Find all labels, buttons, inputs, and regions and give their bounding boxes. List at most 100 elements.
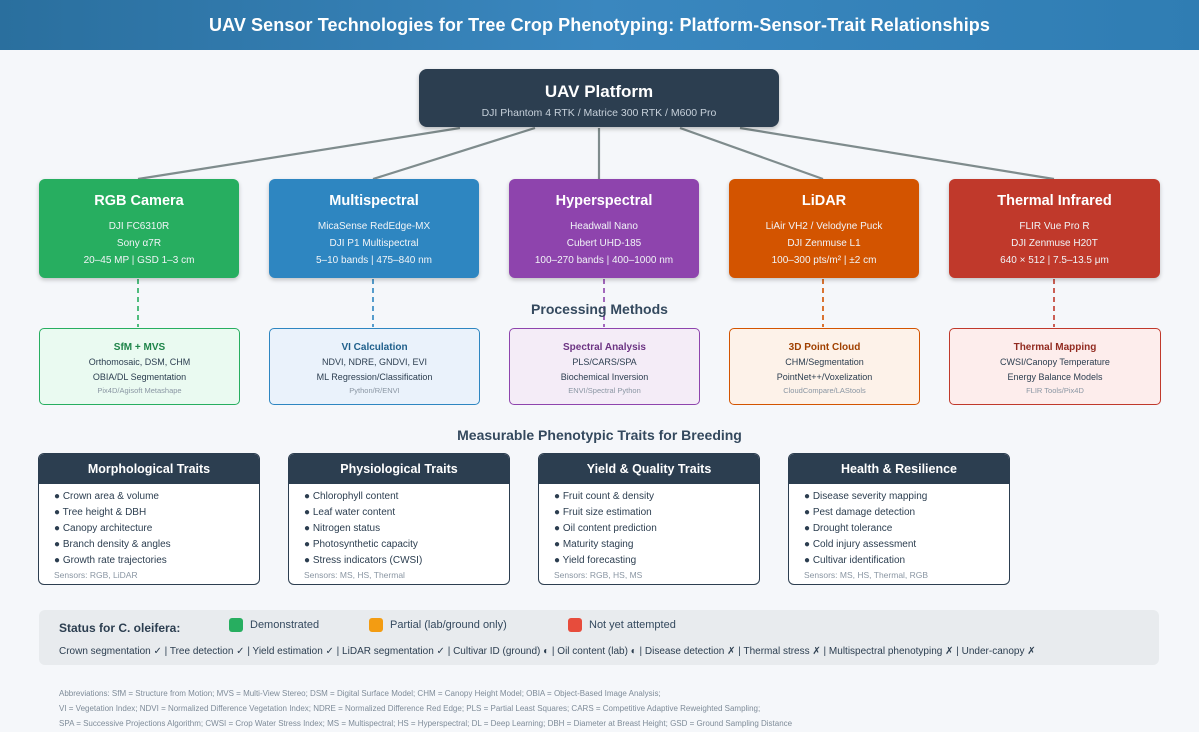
trait-card-physiological: Physiological Traits ● Chlorophyll conte… xyxy=(288,453,510,585)
trait-item: ● Cultivar identification xyxy=(804,555,906,566)
connector-multispectral xyxy=(372,126,536,181)
trait-list: ● Disease severity mapping ● Pest damage… xyxy=(789,484,1009,569)
trait-list: ● Crown area & volume ● Tree height & DB… xyxy=(39,484,259,569)
page-title: UAV Sensor Technologies for Tree Crop Ph… xyxy=(208,14,991,35)
processing-title: Spectral Analysis xyxy=(562,342,646,353)
trait-card-title: Yield & Quality Traits xyxy=(539,454,759,484)
trait-sensors: Sensors: MS, HS, Thermal, RGB xyxy=(804,570,929,580)
sensor-line: 100–270 bands | 400–1000 nm xyxy=(534,255,674,266)
legend-swatch xyxy=(369,618,383,632)
processing-methods-heading: Processing Methods xyxy=(531,301,668,317)
abbreviation-line: VI = Vegetation Index; NDVI = Normalized… xyxy=(59,704,761,713)
trait-sensors: Sensors: RGB, LiDAR xyxy=(54,570,138,580)
sensor-line: Cubert UHD-185 xyxy=(566,238,642,249)
legend-swatch xyxy=(568,618,582,632)
status-panel: Status for C. oleifera: Demonstrated Par… xyxy=(39,610,1159,665)
sensor-thermal-infrared: Thermal Infrared FLIR Vue Pro R DJI Zenm… xyxy=(949,179,1160,278)
connector-rgb xyxy=(137,126,461,181)
processing-line: Biochemical Inversion xyxy=(560,372,649,382)
status-label: Status for C. oleifera: xyxy=(59,621,181,635)
trait-item: ● Tree height & DBH xyxy=(54,507,147,518)
legend-label: Demonstrated xyxy=(250,619,320,631)
processing-thermal-mapping: Thermal Mapping CWSI/Canopy Temperature … xyxy=(949,328,1161,405)
trait-item: ● Nitrogen status xyxy=(304,523,381,534)
status-summary-line: Crown segmentation ✓ | Tree detection ✓ … xyxy=(59,646,1036,657)
trait-card-title: Physiological Traits xyxy=(289,454,509,484)
processing-line: PointNet++/Voxelization xyxy=(776,372,873,382)
trait-list: ● Chlorophyll content ● Leaf water conte… xyxy=(289,484,509,569)
connector-lidar xyxy=(679,126,824,181)
processing-line: CHM/Segmentation xyxy=(785,357,864,367)
sensor-title: Thermal Infrared xyxy=(997,193,1112,209)
sensor-lidar: LiDAR LiAir VH2 / Velodyne Puck DJI Zenm… xyxy=(729,179,919,278)
processing-software: FLIR Tools/Pix4D xyxy=(1026,386,1084,395)
trait-item: ● Growth rate trajectories xyxy=(54,555,167,566)
trait-item: ● Photosynthetic capacity xyxy=(304,539,418,550)
processing-line: PLS/CARS/SPA xyxy=(572,357,637,367)
sensor-rgb-camera: RGB Camera DJI FC6310R Sony α7R 20–45 MP… xyxy=(39,179,239,278)
trait-item: ● Oil content prediction xyxy=(554,523,657,534)
sensor-hyperspectral: Hyperspectral Headwall Nano Cubert UHD-1… xyxy=(509,179,699,278)
processing-line: Orthomosaic, DSM, CHM xyxy=(88,357,191,367)
trait-item: ● Cold injury assessment xyxy=(804,539,917,550)
processing-line: Energy Balance Models xyxy=(1007,372,1103,382)
abbreviations-note: Abbreviations: SfM = Structure from Moti… xyxy=(59,686,792,731)
trait-card-title: Morphological Traits xyxy=(39,454,259,484)
legend-demonstrated: Demonstrated xyxy=(229,618,319,632)
trait-card-health-resilience: Health & Resilience ● Disease severity m… xyxy=(788,453,1010,585)
trait-item: ● Branch density & angles xyxy=(54,539,171,550)
platform-title: UAV Platform xyxy=(544,82,654,101)
trait-card-yield-quality: Yield & Quality Traits ● Fruit count & d… xyxy=(538,453,760,585)
sensor-title: LiDAR xyxy=(801,193,847,209)
sensor-line: DJI FC6310R xyxy=(108,221,170,232)
trait-item: ● Fruit count & density xyxy=(554,491,654,502)
processing-line: CWSI/Canopy Temperature xyxy=(1000,357,1110,367)
sensor-title: Hyperspectral xyxy=(555,193,653,209)
processing-software: ENVI/Spectral Python xyxy=(568,386,641,395)
sensor-multispectral: Multispectral MicaSense RedEdge-MX DJI P… xyxy=(269,179,479,278)
sensor-title: RGB Camera xyxy=(94,193,184,209)
trait-item: ● Chlorophyll content xyxy=(304,491,399,502)
processing-software: Python/R/ENVI xyxy=(349,386,400,395)
processing-line: NDVI, NDRE, GNDVI, EVI xyxy=(321,357,428,367)
trait-item: ● Crown area & volume xyxy=(54,491,159,502)
processing-line: ML Regression/Classification xyxy=(316,372,433,382)
processing-vi-calculation: VI Calculation NDVI, NDRE, GNDVI, EVI ML… xyxy=(269,328,480,405)
legend-label: Not yet attempted xyxy=(589,619,676,631)
platform-connectors xyxy=(137,126,1055,181)
connector-thermal xyxy=(739,126,1055,181)
trait-item: ● Leaf water content xyxy=(304,507,396,518)
processing-title: VI Calculation xyxy=(341,342,408,353)
legend-swatch xyxy=(229,618,243,632)
trait-card-title: Health & Resilience xyxy=(789,454,1009,484)
legend-partial: Partial (lab/ground only) xyxy=(369,618,507,632)
trait-item: ● Fruit size estimation xyxy=(554,507,652,518)
uav-platform-box: UAV Platform DJI Phantom 4 RTK / Matrice… xyxy=(419,69,779,127)
sensor-line: 100–300 pts/m² | ±2 cm xyxy=(771,255,877,266)
platform-subtitle: DJI Phantom 4 RTK / Matrice 300 RTK / M6… xyxy=(481,107,717,119)
header-bar: UAV Sensor Technologies for Tree Crop Ph… xyxy=(0,0,1199,50)
trait-item: ● Canopy architecture xyxy=(54,523,153,534)
processing-title: SfM + MVS xyxy=(113,342,166,353)
processing-3d-point-cloud: 3D Point Cloud CHM/Segmentation PointNet… xyxy=(729,328,920,405)
sensor-line: FLIR Vue Pro R xyxy=(1019,221,1090,232)
processing-title: Thermal Mapping xyxy=(1013,342,1097,353)
sensor-line: Headwall Nano xyxy=(570,221,638,232)
processing-line: OBIA/DL Segmentation xyxy=(92,372,187,382)
abbreviation-line: SPA = Successive Projections Algorithm; … xyxy=(59,719,793,728)
sensor-title: Multispectral xyxy=(329,193,419,209)
trait-card-morphological: Morphological Traits ● Crown area & volu… xyxy=(38,453,260,585)
trait-item: ● Yield forecasting xyxy=(554,555,637,566)
trait-item: ● Stress indicators (CWSI) xyxy=(304,555,423,566)
sensor-line: 5–10 bands | 475–840 nm xyxy=(315,255,433,266)
sensor-line: LiAir VH2 / Velodyne Puck xyxy=(765,221,883,232)
trait-item: ● Disease severity mapping xyxy=(804,491,928,502)
trait-sensors: Sensors: MS, HS, Thermal xyxy=(304,570,405,580)
sensor-line: MicaSense RedEdge-MX xyxy=(317,221,431,232)
legend-label: Partial (lab/ground only) xyxy=(390,619,507,631)
traits-heading: Measurable Phenotypic Traits for Breedin… xyxy=(457,427,742,443)
sensor-line: DJI P1 Multispectral xyxy=(329,238,419,249)
processing-software: CloudCompare/LAStools xyxy=(783,386,866,395)
processing-title: 3D Point Cloud xyxy=(788,342,861,353)
abbreviation-line: Abbreviations: SfM = Structure from Moti… xyxy=(59,689,661,698)
